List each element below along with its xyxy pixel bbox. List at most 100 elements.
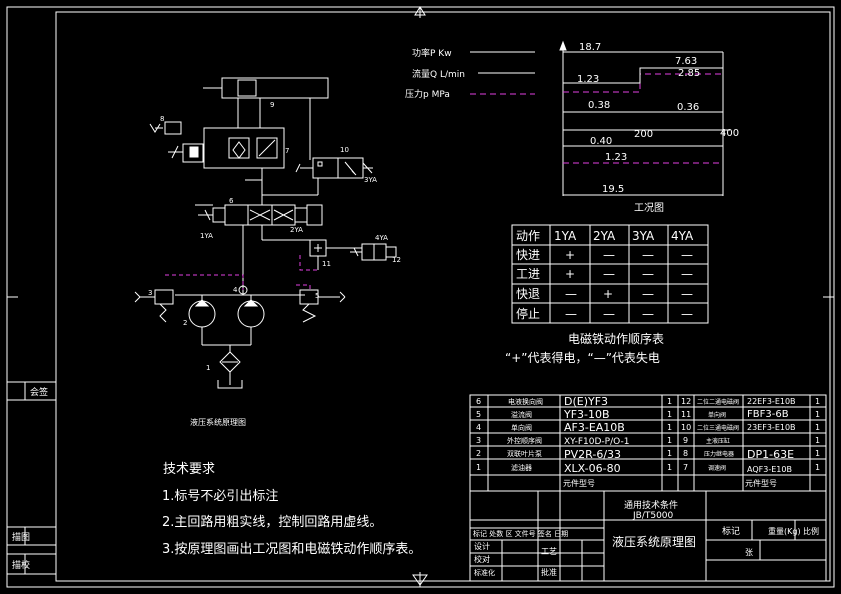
label-2ya: 2YA bbox=[290, 226, 303, 234]
part-name: 双联叶片泵 bbox=[507, 449, 542, 458]
side-label-proof: 描校 bbox=[12, 559, 30, 571]
chart-value: 7.63 bbox=[675, 56, 697, 67]
table-header: 4YA bbox=[671, 229, 694, 243]
control-lines bbox=[165, 255, 318, 290]
title-check: 校对 bbox=[474, 554, 490, 564]
part-qty: 1 bbox=[667, 397, 672, 406]
part-no: 3 bbox=[476, 436, 481, 445]
part-model: AF3-EA10B bbox=[564, 421, 625, 434]
parts-list-grid bbox=[469, 394, 827, 492]
table-header: 2YA bbox=[593, 229, 616, 243]
title-block: 通用技术条件 JB/T5000 液压系统原理图 标记 处数 区 文件号 签名 日… bbox=[473, 499, 819, 577]
table-cell: 快进 bbox=[516, 248, 540, 262]
part-name: 调速阀 bbox=[708, 464, 726, 472]
title-sheet: 张 bbox=[745, 548, 753, 557]
part-no: 4 bbox=[476, 423, 481, 432]
table-cell: — bbox=[642, 307, 654, 321]
part-name: 压力继电器 bbox=[704, 450, 734, 458]
label-2: 2 bbox=[183, 319, 187, 327]
label-5: 5 bbox=[315, 292, 319, 300]
title-mark: 标记 bbox=[722, 525, 740, 537]
part-name: 溢流阀 bbox=[511, 410, 532, 419]
sequence-table: 动作 1YA 2YA 3YA 4YA 快进 + — — — 工进 + — — —… bbox=[516, 229, 694, 321]
title-standard: 通用技术条件 bbox=[624, 499, 678, 511]
side-stamp-boxes bbox=[6, 381, 57, 575]
part-qty: 1 bbox=[667, 436, 672, 445]
part-model: XLX-06-80 bbox=[564, 462, 621, 475]
part-qty: 1 bbox=[815, 397, 820, 406]
title-standardization: 标准化 bbox=[474, 568, 495, 577]
part-model: D(E)YF3 bbox=[564, 395, 608, 408]
part-no: 6 bbox=[476, 397, 481, 406]
table-cell: — bbox=[681, 287, 693, 301]
title-block-grid bbox=[469, 490, 827, 582]
label-7: 7 bbox=[285, 147, 289, 155]
chart-value: 0.38 bbox=[588, 100, 610, 111]
title-approve: 批准 bbox=[541, 567, 557, 577]
table-cell: — bbox=[642, 287, 654, 301]
table-cell: — bbox=[681, 248, 693, 262]
label-3: 3 bbox=[148, 289, 152, 297]
part-name: 二位二通电磁阀 bbox=[697, 398, 739, 406]
part-model: XY-F10D-P/O-1 bbox=[564, 437, 629, 447]
table-cell: 工进 bbox=[516, 267, 540, 281]
part-name: 单向阀 bbox=[511, 423, 532, 432]
chart-value: 1.23 bbox=[577, 74, 599, 85]
label-12: 12 bbox=[392, 256, 401, 264]
table-header: 动作 bbox=[516, 229, 540, 243]
chart-value: 0.36 bbox=[677, 102, 699, 113]
part-model: DP1-63E bbox=[747, 448, 794, 461]
tech-item-3: 3.按原理图画出工况图和电磁铁动作顺序表。 bbox=[162, 542, 421, 557]
parts-header-right: 元件型号 bbox=[745, 478, 777, 488]
part-name: 二位三通电磁阀 bbox=[697, 424, 739, 432]
part-no: 8 bbox=[683, 449, 688, 458]
table-cell: — bbox=[565, 287, 577, 301]
table-cell: — bbox=[642, 267, 654, 281]
label-4: 4 bbox=[233, 286, 238, 294]
sequence-table-grid bbox=[511, 224, 709, 324]
part-no: 5 bbox=[476, 410, 481, 419]
table-cell: — bbox=[681, 267, 693, 281]
legend-power: 功率P Kw bbox=[412, 47, 452, 59]
part-qty: 1 bbox=[667, 410, 672, 419]
sheet-frame bbox=[6, 6, 835, 588]
part-qty: 1 bbox=[667, 463, 672, 472]
table-cell: + bbox=[603, 287, 613, 301]
circuit-title: 液压系统原理图 bbox=[190, 417, 246, 427]
label-1: 1 bbox=[206, 364, 210, 372]
part-qty: 1 bbox=[815, 423, 820, 432]
part-name: 主液压缸 bbox=[706, 437, 730, 445]
table-cell: — bbox=[603, 267, 615, 281]
hydraulic-circuit bbox=[134, 77, 397, 389]
side-label-sign: 会签 bbox=[30, 386, 48, 398]
part-name: 滤油器 bbox=[511, 463, 532, 472]
label-11: 11 bbox=[322, 260, 331, 268]
part-qty: 1 bbox=[667, 423, 672, 432]
part-model: PV2R-6/33 bbox=[564, 448, 621, 461]
table-caption: 电磁铁动作顺序表 bbox=[568, 331, 664, 346]
part-no: 10 bbox=[681, 423, 691, 432]
label-8: 8 bbox=[160, 115, 164, 123]
label-3ya: 3YA bbox=[364, 176, 377, 184]
chart-value: 1.23 bbox=[605, 152, 627, 163]
chart-value: 18.7 bbox=[579, 42, 601, 53]
legend-flow: 流量Q L/min bbox=[412, 68, 465, 80]
part-name: 电液换向阀 bbox=[508, 397, 543, 406]
title-process: 工艺 bbox=[541, 547, 557, 556]
title-row-labels: 标记 处数 区 文件号 签名 日期 bbox=[473, 529, 568, 538]
table-cell: + bbox=[565, 267, 575, 281]
part-qty: 1 bbox=[815, 436, 820, 445]
table-cell: — bbox=[603, 248, 615, 262]
part-no: 2 bbox=[476, 449, 481, 458]
table-cell: 快退 bbox=[516, 287, 540, 301]
legend-pressure: 压力p MPa bbox=[405, 88, 450, 100]
label-9: 9 bbox=[270, 101, 274, 109]
part-no: 11 bbox=[681, 410, 691, 419]
operating-chart bbox=[559, 40, 730, 196]
part-name: 外控顺序阀 bbox=[507, 436, 542, 445]
part-no: 12 bbox=[681, 397, 691, 406]
side-label-trace: 描图 bbox=[12, 531, 30, 543]
part-no: 1 bbox=[476, 463, 481, 472]
parts-list: 6 5 4 3 2 1 电液换向阀 溢流阀 单向阀 外控顺序阀 双联叶片泵 滤油… bbox=[476, 395, 820, 488]
part-model: 23EF3-E10B bbox=[747, 423, 796, 432]
